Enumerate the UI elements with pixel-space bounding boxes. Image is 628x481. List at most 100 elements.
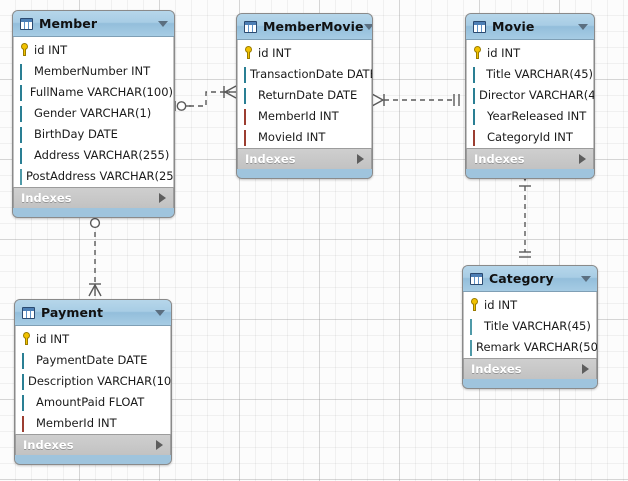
table-row[interactable]: id INT bbox=[238, 42, 371, 63]
chevron-right-icon[interactable] bbox=[159, 193, 166, 203]
table-header-payment[interactable]: Payment bbox=[15, 300, 171, 326]
table-movie[interactable]: Movie id INT Title VARCHAR(45) Director … bbox=[465, 13, 595, 179]
chevron-right-icon[interactable] bbox=[156, 440, 163, 450]
chevron-down-icon[interactable] bbox=[581, 275, 591, 282]
table-row[interactable]: BirthDay DATE bbox=[14, 123, 173, 144]
indexes-bar[interactable]: Indexes bbox=[237, 148, 372, 169]
diamond-red-icon bbox=[243, 130, 254, 146]
diamond-cyan-icon bbox=[21, 395, 32, 411]
diamond-red-icon bbox=[472, 130, 483, 146]
table-row[interactable]: MovieId INT bbox=[238, 126, 371, 147]
table-row[interactable]: Director VARCHAR(45) bbox=[467, 84, 595, 105]
indexes-label: Indexes bbox=[21, 191, 72, 205]
table-payment[interactable]: Payment id INT PaymentDate DATE Descript… bbox=[14, 299, 172, 465]
table-row[interactable]: Title VARCHAR(45) bbox=[467, 63, 593, 84]
column-label: MovieId INT bbox=[258, 129, 326, 144]
table-row[interactable]: Address VARCHAR(255) bbox=[14, 144, 173, 165]
table-name: Category bbox=[489, 271, 554, 286]
table-row[interactable]: PostAddress VARCHAR(255) bbox=[14, 165, 174, 186]
diamond-cyan-icon bbox=[19, 64, 30, 80]
key-icon bbox=[19, 43, 30, 56]
relationship-member-payment[interactable] bbox=[80, 212, 110, 302]
table-row[interactable]: Title VARCHAR(45) bbox=[464, 315, 596, 336]
diamond-hollow-icon bbox=[469, 319, 480, 335]
table-row[interactable]: FullName VARCHAR(100) bbox=[14, 81, 173, 102]
column-label: MemberId INT bbox=[258, 108, 339, 123]
diamond-cyan-icon bbox=[472, 88, 475, 104]
column-label: FullName VARCHAR(100) bbox=[29, 84, 173, 99]
diamond-hollow-icon bbox=[19, 169, 22, 185]
column-label: id INT bbox=[487, 45, 521, 60]
chevron-right-icon[interactable] bbox=[357, 154, 364, 164]
table-footer bbox=[466, 169, 594, 178]
table-row[interactable]: ReturnDate DATE bbox=[238, 84, 371, 105]
diamond-cyan-icon bbox=[21, 353, 32, 369]
indexes-label: Indexes bbox=[471, 362, 522, 376]
diamond-cyan-icon bbox=[472, 67, 482, 83]
table-row[interactable]: Gender VARCHAR(1) bbox=[14, 102, 173, 123]
table-row[interactable]: YearReleased INT bbox=[467, 105, 593, 126]
table-member[interactable]: Member id INT MemberNumber INT FullName … bbox=[12, 10, 175, 218]
diamond-hollow-icon bbox=[469, 340, 472, 356]
indexes-bar[interactable]: Indexes bbox=[15, 434, 171, 455]
key-icon bbox=[469, 298, 480, 311]
chevron-down-icon[interactable] bbox=[158, 20, 168, 27]
diamond-cyan-icon bbox=[472, 109, 483, 125]
chevron-right-icon[interactable] bbox=[579, 154, 586, 164]
chevron-right-icon[interactable] bbox=[582, 364, 589, 374]
indexes-bar[interactable]: Indexes bbox=[13, 187, 174, 208]
column-list: id INT Title VARCHAR(45) Director VARCHA… bbox=[466, 40, 594, 148]
relationship-member-membermovie[interactable] bbox=[172, 84, 242, 120]
key-icon bbox=[243, 46, 254, 59]
column-list: id INT MemberNumber INT FullName VARCHAR… bbox=[13, 37, 174, 187]
table-row[interactable]: id INT bbox=[467, 42, 593, 63]
indexes-label: Indexes bbox=[245, 152, 296, 166]
table-row[interactable]: MemberNumber INT bbox=[14, 60, 173, 81]
table-row[interactable]: Remark VARCHAR(500) bbox=[464, 336, 598, 357]
table-icon bbox=[20, 17, 33, 30]
indexes-bar[interactable]: Indexes bbox=[463, 358, 597, 379]
table-header-membermovie[interactable]: MemberMovie bbox=[237, 14, 372, 40]
table-row[interactable]: CategoryId INT bbox=[467, 126, 593, 147]
indexes-label: Indexes bbox=[23, 438, 74, 452]
table-footer bbox=[237, 169, 372, 178]
indexes-label: Indexes bbox=[474, 152, 525, 166]
table-category[interactable]: Category id INT Title VARCHAR(45) Remark… bbox=[462, 265, 598, 389]
table-row[interactable]: AmountPaid FLOAT bbox=[16, 391, 170, 412]
indexes-bar[interactable]: Indexes bbox=[466, 148, 594, 169]
diamond-cyan-icon bbox=[19, 106, 30, 122]
diamond-cyan-icon bbox=[19, 85, 26, 101]
column-label: AmountPaid FLOAT bbox=[36, 394, 145, 409]
column-label: Remark VARCHAR(500) bbox=[476, 339, 598, 354]
column-label: Address VARCHAR(255) bbox=[34, 147, 170, 162]
chevron-down-icon[interactable] bbox=[155, 309, 165, 316]
column-label: ReturnDate DATE bbox=[258, 87, 358, 102]
column-label: id INT bbox=[258, 45, 292, 60]
table-header-member[interactable]: Member bbox=[13, 11, 174, 37]
table-footer bbox=[463, 379, 597, 388]
table-row[interactable]: id INT bbox=[14, 39, 173, 60]
table-row[interactable]: MemberId INT bbox=[16, 412, 170, 433]
table-row[interactable]: Description VARCHAR(100) bbox=[16, 370, 171, 391]
table-header-category[interactable]: Category bbox=[463, 266, 597, 292]
chevron-down-icon[interactable] bbox=[363, 23, 372, 30]
key-icon bbox=[21, 332, 32, 345]
column-label: MemberId INT bbox=[36, 415, 117, 430]
table-row[interactable]: PaymentDate DATE bbox=[16, 349, 170, 370]
column-label: Gender VARCHAR(1) bbox=[34, 105, 152, 120]
column-label: Title VARCHAR(45) bbox=[484, 318, 591, 333]
relationship-membermovie-movie[interactable] bbox=[370, 92, 468, 112]
chevron-down-icon[interactable] bbox=[578, 23, 588, 30]
table-row[interactable]: TransactionDate DATE bbox=[238, 63, 372, 84]
table-membermovie[interactable]: MemberMovie id INT TransactionDate DATE … bbox=[236, 13, 373, 179]
diamond-cyan-icon bbox=[19, 127, 30, 143]
table-row[interactable]: id INT bbox=[464, 294, 596, 315]
column-label: Director VARCHAR(45) bbox=[479, 87, 595, 102]
diamond-red-icon bbox=[243, 109, 254, 125]
table-row[interactable]: id INT bbox=[16, 328, 170, 349]
table-row[interactable]: MemberId INT bbox=[238, 105, 371, 126]
table-name: Payment bbox=[41, 305, 104, 320]
table-header-movie[interactable]: Movie bbox=[466, 14, 594, 40]
relationship-movie-category[interactable] bbox=[510, 167, 540, 268]
